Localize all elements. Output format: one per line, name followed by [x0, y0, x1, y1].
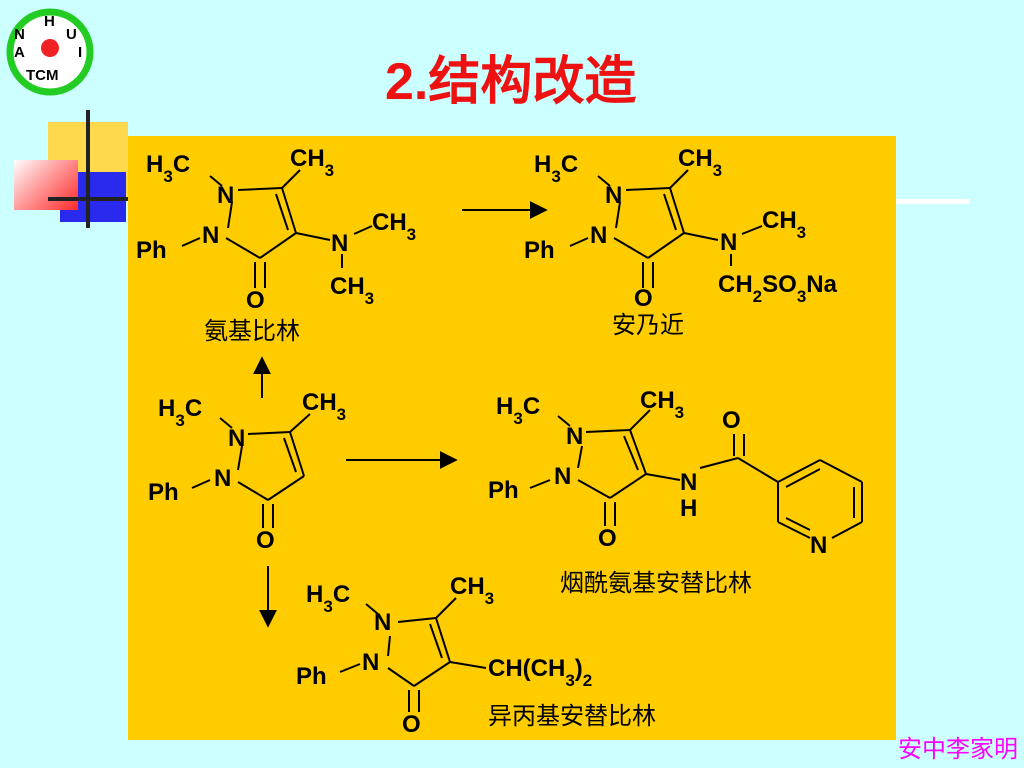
atom-label-isopropyl: CH(CH3)2	[488, 655, 592, 690]
atom-label-ph: Ph	[148, 479, 179, 506]
atom-label-ch2so3na: CH2SO3Na	[718, 271, 838, 306]
compound-name-nicotinyl: 烟酰氨基安替比林	[560, 569, 752, 597]
atom-label-n: N	[590, 222, 607, 249]
logo-letter: N	[14, 26, 25, 43]
atom-label-ch3: CH3	[450, 573, 494, 608]
molecule-antipyrine	[191, 413, 311, 528]
atom-label-ch3: CH3	[678, 145, 722, 180]
atom-label-ph: Ph	[136, 237, 167, 264]
atom-label-ph: Ph	[296, 663, 327, 690]
atom-label-ch3: CH3	[330, 273, 374, 308]
title-number: 2.	[385, 53, 429, 111]
atom-label-ch3: CH3	[372, 209, 416, 244]
atom-label-n: N	[566, 423, 583, 450]
logo-letter: TCM	[26, 67, 59, 84]
molecule-aminopyrine	[181, 169, 373, 288]
molecule-metamizole	[569, 169, 763, 288]
atom-label-o: O	[246, 287, 265, 314]
atom-label-n: N	[720, 229, 737, 256]
atom-label-n: N	[810, 532, 827, 559]
atom-label-n: N	[605, 182, 622, 209]
logo-letter: I	[78, 44, 82, 61]
atom-label-ph: Ph	[488, 477, 519, 504]
atom-label-ch3: CH3	[640, 387, 684, 422]
atom-label-ch3: CH3	[302, 389, 346, 424]
atom-label-ch3: CH3	[762, 207, 806, 242]
atom-label-n: N	[374, 609, 391, 636]
atom-label-h3c: H3C	[534, 151, 578, 186]
atom-label-n: N	[202, 222, 219, 249]
atom-label-n: N	[362, 649, 379, 676]
atom-label-o: O	[402, 711, 421, 738]
atom-label-n: N	[228, 425, 245, 452]
atom-label-n: N	[217, 182, 234, 209]
atom-label-h3c: H3C	[146, 151, 190, 186]
atom-label-ch3: CH3	[290, 145, 334, 180]
author-signature: 安中李家明	[898, 735, 1018, 763]
atom-label-o: O	[256, 527, 275, 554]
atom-label-ph: Ph	[524, 237, 555, 264]
deco-red-square	[14, 160, 78, 210]
reaction-panel	[128, 136, 896, 740]
atom-label-h3c: H3C	[306, 581, 350, 616]
deco-white-line	[896, 199, 970, 204]
atom-label-h3c: H3C	[158, 395, 202, 430]
atom-label-n: N	[680, 469, 697, 496]
title-text: 结构改造	[428, 52, 637, 112]
molecule-nicotinyl	[529, 409, 863, 539]
logo-letter: U	[66, 26, 77, 43]
deco-horizontal-line	[48, 197, 134, 201]
logo-letter: H	[44, 13, 55, 30]
atom-label-o: O	[722, 407, 741, 434]
atom-label-o: O	[598, 525, 617, 552]
atom-label-h: H	[680, 495, 697, 522]
deco-vertical-line	[86, 110, 90, 228]
tcm-logo: H N U A I TCM	[6, 8, 94, 96]
atom-label-n: N	[214, 465, 231, 492]
slide-title: 2.结构改造	[385, 42, 636, 122]
compound-name-aminopyrine: 氨基比林	[204, 317, 300, 345]
atom-label-n: N	[331, 230, 348, 257]
molecule-propyphenazone	[339, 597, 487, 712]
compound-name-propyphenazone: 异丙基安替比林	[488, 702, 656, 730]
logo-letter: A	[14, 44, 25, 61]
atom-label-o: O	[634, 285, 653, 312]
logo-ball-icon	[41, 39, 59, 57]
atom-label-h3c: H3C	[496, 393, 540, 428]
compound-name-metamizole: 安乃近	[612, 311, 684, 339]
atom-label-n: N	[554, 463, 571, 490]
